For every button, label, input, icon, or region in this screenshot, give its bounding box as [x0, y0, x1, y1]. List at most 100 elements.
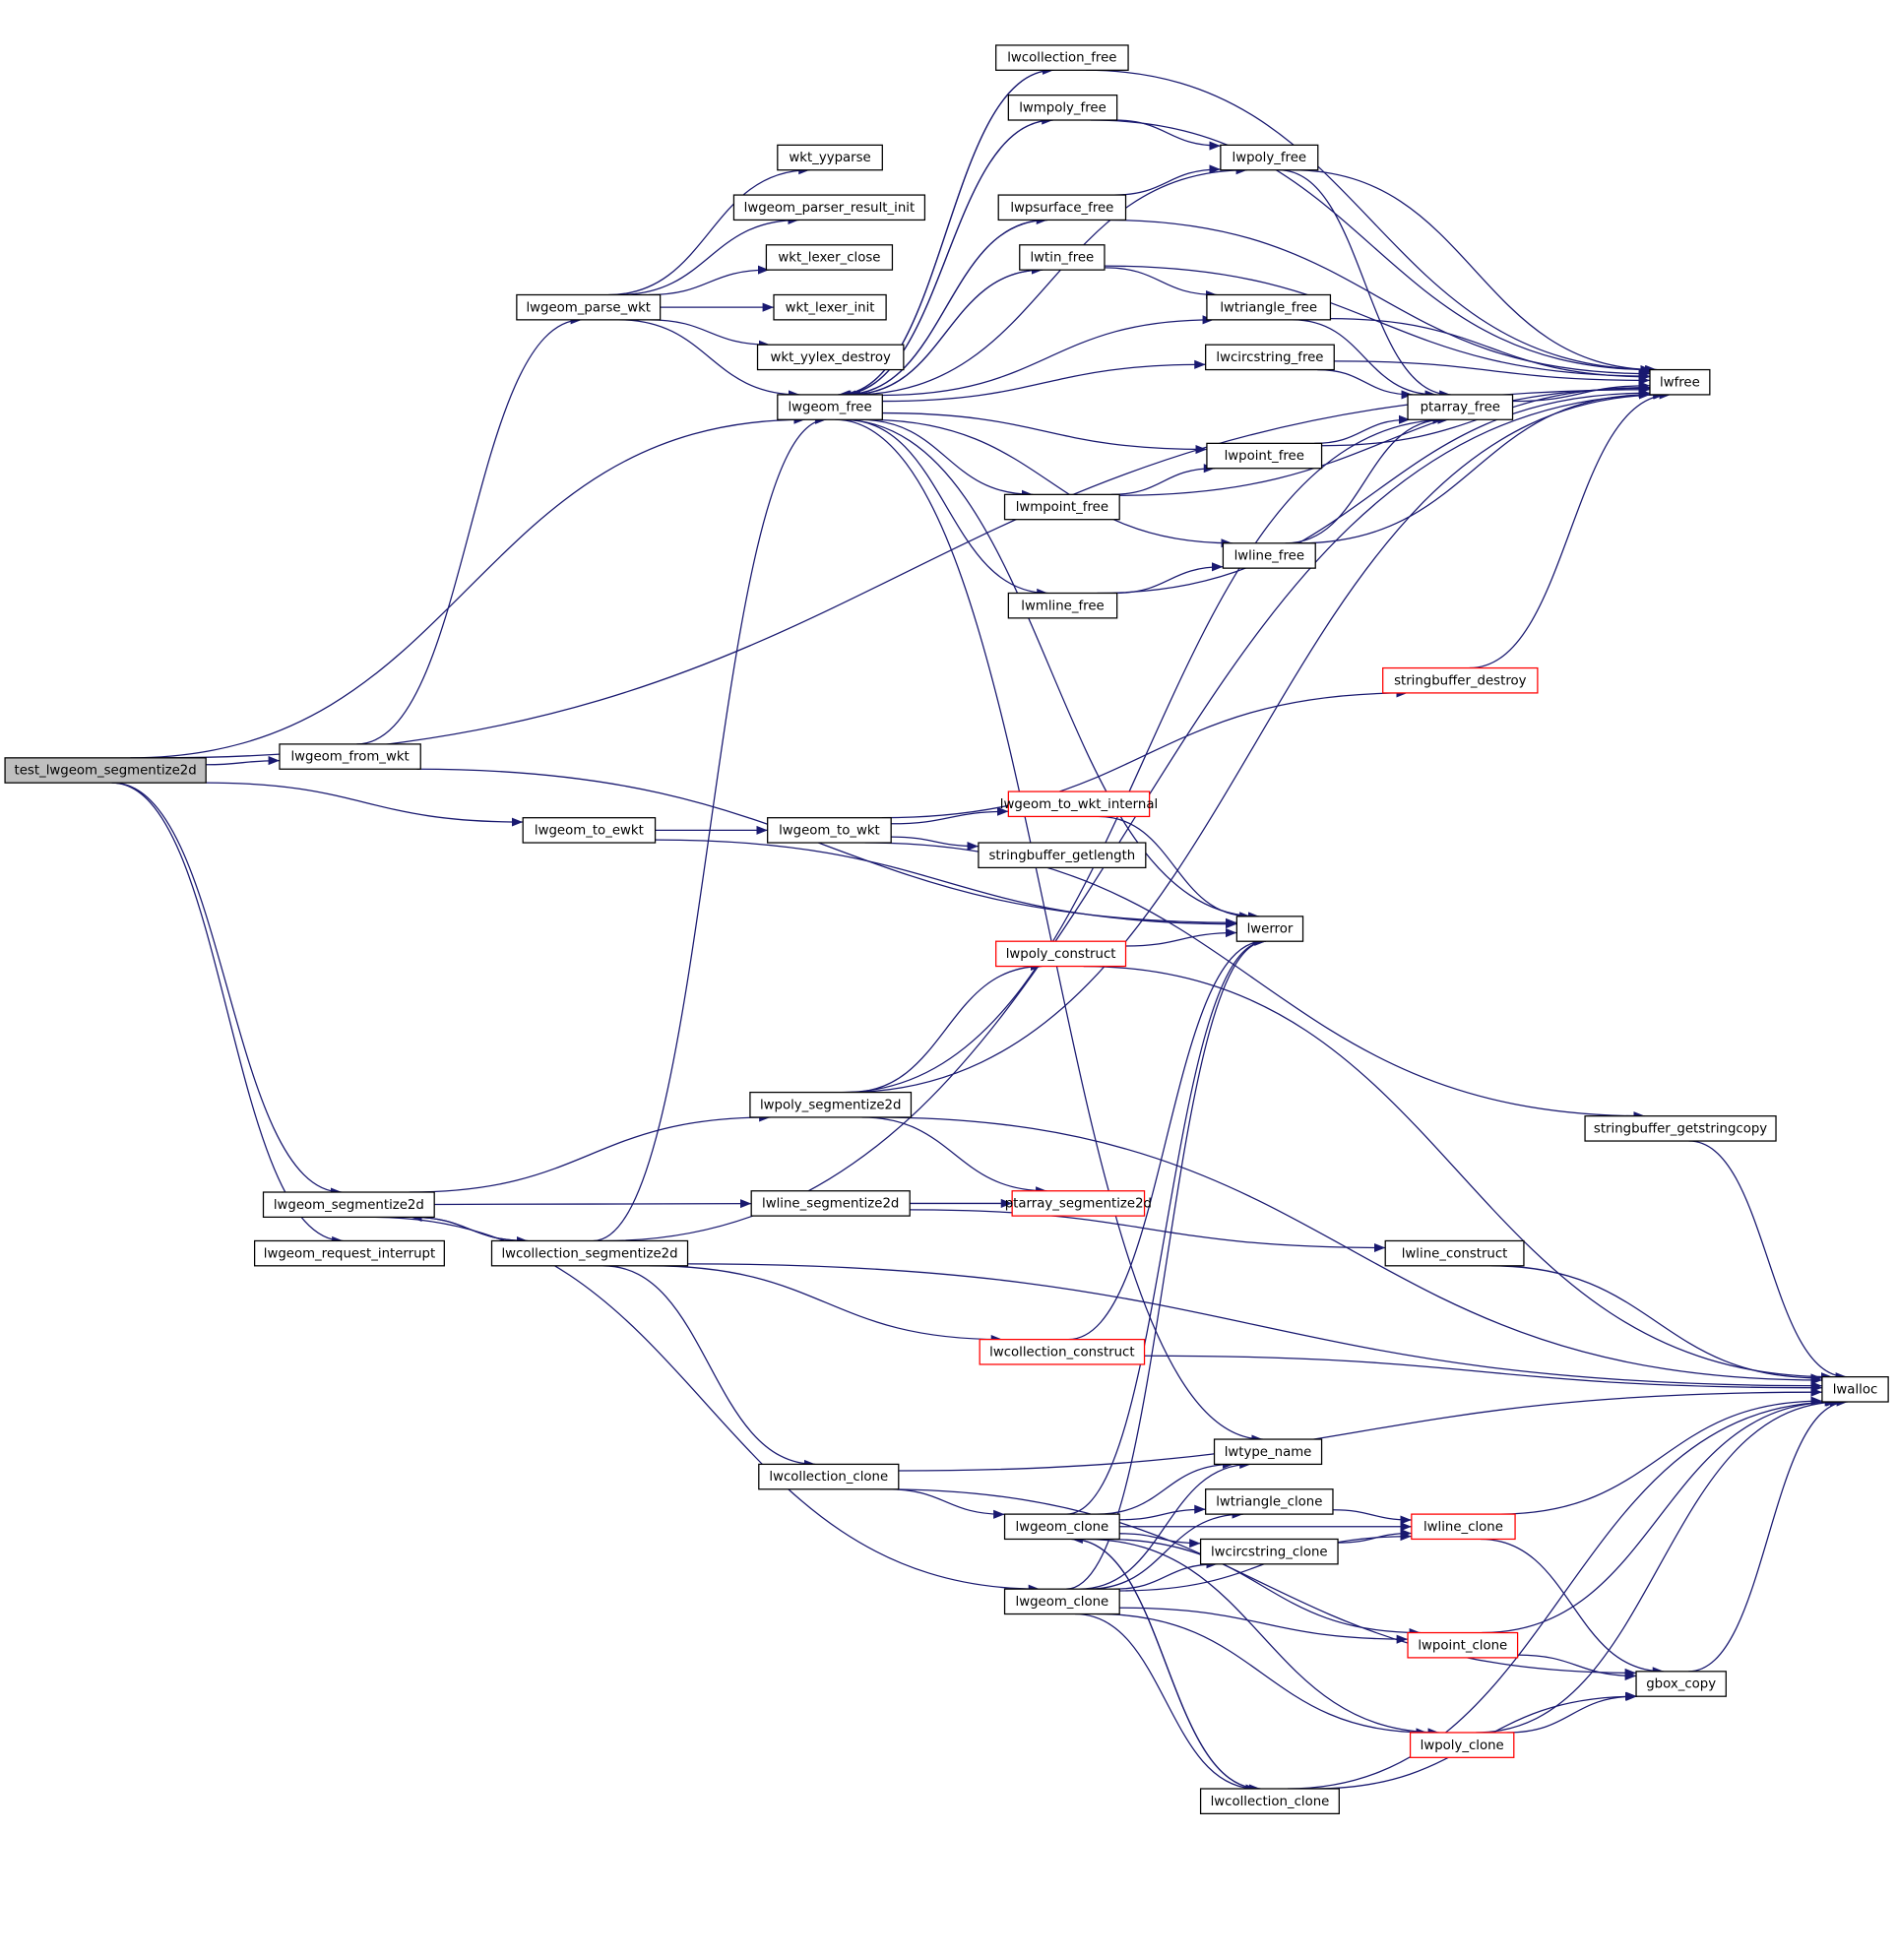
- node-label: lwfree: [1660, 375, 1700, 390]
- node-pa-seg[interactable]: ptarray_segmentize2d: [1005, 1190, 1152, 1217]
- node-label: ptarray_free: [1421, 401, 1500, 415]
- node-box: [1019, 244, 1106, 271]
- node-box: [773, 293, 887, 321]
- node-box: [522, 817, 657, 844]
- node-parse-wkt[interactable]: lwgeom_parse_wkt: [516, 293, 662, 321]
- edge-poly_seg-to-lwfree: [845, 390, 1666, 1094]
- node-from-wkt[interactable]: lwgeom_from_wkt: [279, 743, 421, 770]
- node-label: lwpoint_free: [1225, 449, 1304, 464]
- node-label: lwgeom_parse_wkt: [526, 300, 651, 315]
- node-box: [490, 1239, 689, 1267]
- node-type-name[interactable]: lwtype_name: [1213, 1438, 1323, 1466]
- node-lwfree[interactable]: lwfree: [1649, 368, 1711, 396]
- edge-tri_free-to-pa_free: [1293, 319, 1436, 400]
- node-pa-free[interactable]: ptarray_free: [1407, 394, 1514, 420]
- node-line-clone[interactable]: lwline_clone: [1411, 1513, 1516, 1541]
- node-lex-close[interactable]: wkt_lexer_close: [765, 244, 894, 271]
- node-mpoly-free[interactable]: lwmpoly_free: [1007, 95, 1118, 121]
- edge-mline_free-to-lwfree: [1097, 388, 1650, 595]
- node-geom-clone2[interactable]: lwgeom_clone: [1003, 1588, 1120, 1615]
- edge-parse_wkt-to-lex_close: [648, 265, 770, 296]
- node-label: lwpsurface_free: [1010, 201, 1113, 216]
- node-label: lwline_segmentize2d: [762, 1197, 899, 1212]
- node-poly-construct[interactable]: lwpoly_construct: [995, 940, 1127, 968]
- node-box: [1384, 1239, 1525, 1267]
- node-point-free[interactable]: lwpoint_free: [1206, 442, 1323, 470]
- node-to-wkt[interactable]: lwgeom_to_wkt: [767, 817, 892, 844]
- node-gbox-copy[interactable]: gbox_copy: [1635, 1671, 1727, 1697]
- node-wkt-internal[interactable]: lwgeom_to_wkt_internal: [1000, 790, 1158, 818]
- edge-coll_construct-to-lwerror: [1068, 936, 1264, 1341]
- node-coll-construct[interactable]: lwcollection_construct: [979, 1338, 1146, 1365]
- node-seg2d[interactable]: lwgeom_segmentize2d: [262, 1191, 435, 1219]
- edge-to_wkt-to-sb_copy: [864, 842, 1645, 1121]
- node-lwerror[interactable]: lwerror: [1235, 916, 1304, 942]
- node-label: test_lwgeom_segmentize2d: [15, 764, 197, 779]
- edge-wkt_internal-to-lwerror: [1098, 815, 1251, 921]
- node-pri[interactable]: lwgeom_parser_result_init: [732, 194, 926, 221]
- node-to-ewkt[interactable]: lwgeom_to_ewkt: [522, 817, 657, 844]
- node-poly-free[interactable]: lwpoly_free: [1220, 144, 1319, 171]
- edge-coll_clone2-to-lwalloc: [1287, 1397, 1838, 1790]
- edge-geom_clone1-to-point_clone: [1104, 1538, 1421, 1638]
- edge-lwgeom_free-to-mline_free: [844, 418, 1048, 599]
- node-box: [1199, 1538, 1339, 1565]
- node-yylex-destroy[interactable]: wkt_yylex_destroy: [756, 344, 905, 371]
- node-geom-clone1[interactable]: lwgeom_clone: [1003, 1513, 1120, 1541]
- edge-lwgeom_free-to-tri_free: [882, 315, 1214, 397]
- node-mpoint-free[interactable]: lwmpoint_free: [1003, 493, 1120, 521]
- edge-tri_free-to-lwfree: [1330, 317, 1650, 382]
- node-psurf-free[interactable]: lwpsurface_free: [997, 194, 1127, 221]
- node-label: lwgeom_clone: [1016, 1595, 1109, 1610]
- edge-mpoint_free-to-point_free: [1110, 464, 1216, 495]
- node-coll-free[interactable]: lwcollection_free: [995, 44, 1129, 71]
- node-lex-init[interactable]: wkt_lexer_init: [773, 293, 887, 321]
- node-tri-clone[interactable]: lwtriangle_clone: [1205, 1488, 1334, 1515]
- node-label: lwcollection_construct: [989, 1345, 1134, 1359]
- node-label: lwcollection_clone: [1211, 1795, 1330, 1809]
- node-test[interactable]: test_lwgeom_segmentize2d: [4, 757, 207, 784]
- node-poly-seg[interactable]: lwpoly_segmentize2d: [749, 1091, 913, 1118]
- edge-circ_free-to-pa_free: [1317, 368, 1413, 400]
- node-label: lwgeom_segmentize2d: [274, 1198, 424, 1213]
- node-coll-clone2[interactable]: lwcollection_clone: [1199, 1788, 1340, 1814]
- node-label: lwcollection_clone: [769, 1470, 888, 1485]
- node-circ-clone[interactable]: lwcircstring_clone: [1199, 1538, 1339, 1565]
- node-lwgeom-free[interactable]: lwgeom_free: [777, 394, 883, 420]
- node-coll-clone1[interactable]: lwcollection_clone: [758, 1463, 900, 1490]
- node-mline-free[interactable]: lwmline_free: [1007, 592, 1118, 619]
- node-req-int[interactable]: lwgeom_request_interrupt: [253, 1239, 445, 1267]
- edge-poly_seg-to-pa_free: [842, 414, 1449, 1094]
- edge-test-to-lwgeom_free: [130, 414, 805, 759]
- node-circ-free[interactable]: lwcircstring_free: [1205, 344, 1335, 371]
- node-label: lwcollection_free: [1007, 51, 1116, 66]
- node-yyparse[interactable]: wkt_yyparse: [777, 144, 883, 171]
- edge-psurf_free-to-lwgeom_free: [844, 219, 1048, 400]
- node-box: [997, 194, 1127, 221]
- node-lwalloc[interactable]: lwalloc: [1821, 1376, 1889, 1403]
- node-coll-seg[interactable]: lwcollection_segmentize2d: [490, 1239, 689, 1267]
- node-label: lwtriangle_free: [1220, 300, 1317, 315]
- node-line-construct[interactable]: lwline_construct: [1384, 1239, 1525, 1267]
- edge-poly_seg-to-pa_seg: [861, 1116, 1047, 1196]
- node-sb-getlength[interactable]: stringbuffer_getlength: [978, 842, 1147, 869]
- node-sb-destroy[interactable]: stringbuffer_destroy: [1382, 666, 1539, 694]
- edge-point_clone-to-gbox_copy: [1517, 1654, 1637, 1680]
- node-tri-free[interactable]: lwtriangle_free: [1206, 293, 1332, 321]
- node-box: [1206, 442, 1323, 470]
- node-point-clone[interactable]: lwpoint_clone: [1407, 1631, 1519, 1659]
- node-poly-clone[interactable]: lwpoly_clone: [1409, 1732, 1515, 1758]
- node-tin-free[interactable]: lwtin_free: [1019, 244, 1106, 271]
- edge-coll_seg-to-lwalloc: [687, 1263, 1822, 1391]
- edge-seg2d-to-poly_seg: [409, 1112, 771, 1193]
- node-sb-copy[interactable]: stringbuffer_getstringcopy: [1584, 1115, 1777, 1142]
- nodes-layer: test_lwgeom_segmentize2dlwgeom_from_wktl…: [4, 44, 1889, 1814]
- node-line-free[interactable]: lwline_free: [1222, 542, 1316, 569]
- node-label: lwgeom_to_ewkt: [535, 824, 644, 839]
- node-box: [1213, 1438, 1323, 1466]
- node-line-seg[interactable]: lwline_segmentize2d: [750, 1190, 911, 1217]
- node-box: [1235, 916, 1304, 942]
- edge-tin_free-to-tri_free: [1104, 267, 1218, 300]
- edge-coll_construct-to-lwalloc: [1144, 1355, 1822, 1393]
